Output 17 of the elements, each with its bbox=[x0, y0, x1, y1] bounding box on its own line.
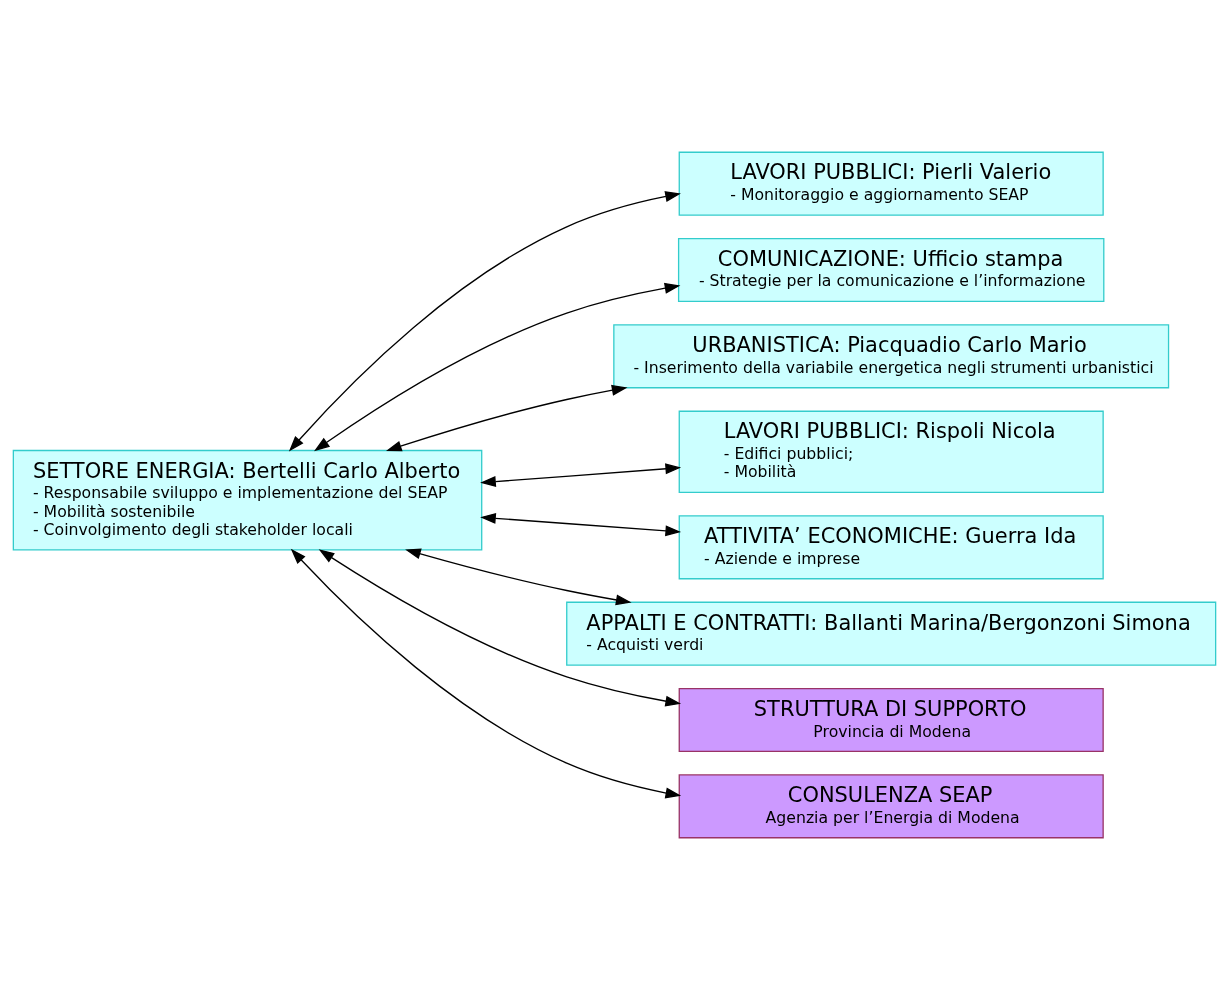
node-box: LAVORI PUBBLICI: Pierli Valerio - Monitoraggio e aggiornamento SEAP bbox=[678, 151, 1104, 216]
node-box: ATTIVITA’ ECONOMICHE: Guerra Ida - Aziende e imprese bbox=[678, 514, 1104, 579]
arrow bbox=[480, 462, 682, 487]
node-box: LAVORI PUBBLICI: Rispoli Nicola - Edifici pubblici; - Mobilità bbox=[678, 410, 1104, 493]
arrow bbox=[480, 512, 682, 536]
node-box: STRUTTURA DI SUPPORTO Provincia di Modena bbox=[678, 687, 1104, 752]
node-box: APPALTI E CONTRATTI: Ballanti Marina/Bergonzoni Simona - Acquisti verdi bbox=[566, 601, 1217, 666]
node-box: URBANISTICA: Piacquadio Carlo Mario - Inserimento della variabile energetica negli strumenti urbanistici bbox=[613, 323, 1170, 388]
node-box: COMUNICAZIONE: Ufficio stampa - Strategie per la comunicazione e l’informazione bbox=[677, 237, 1105, 302]
arrow bbox=[288, 190, 681, 451]
arrow bbox=[405, 548, 632, 605]
node-box: SETTORE ENERGIA: Bertelli Carlo Alberto - Responsabile sviluppo e implementazione del SEAP - Mobilità sostenibile - Coinvolgimento degli stakeholder locali bbox=[12, 449, 483, 551]
arrow bbox=[290, 548, 682, 798]
arrow bbox=[314, 282, 681, 451]
node-box: CONSULENZA SEAP Agenzia per l’Energia di Modena bbox=[678, 773, 1104, 838]
arrow bbox=[318, 548, 682, 707]
arrow bbox=[385, 384, 628, 451]
